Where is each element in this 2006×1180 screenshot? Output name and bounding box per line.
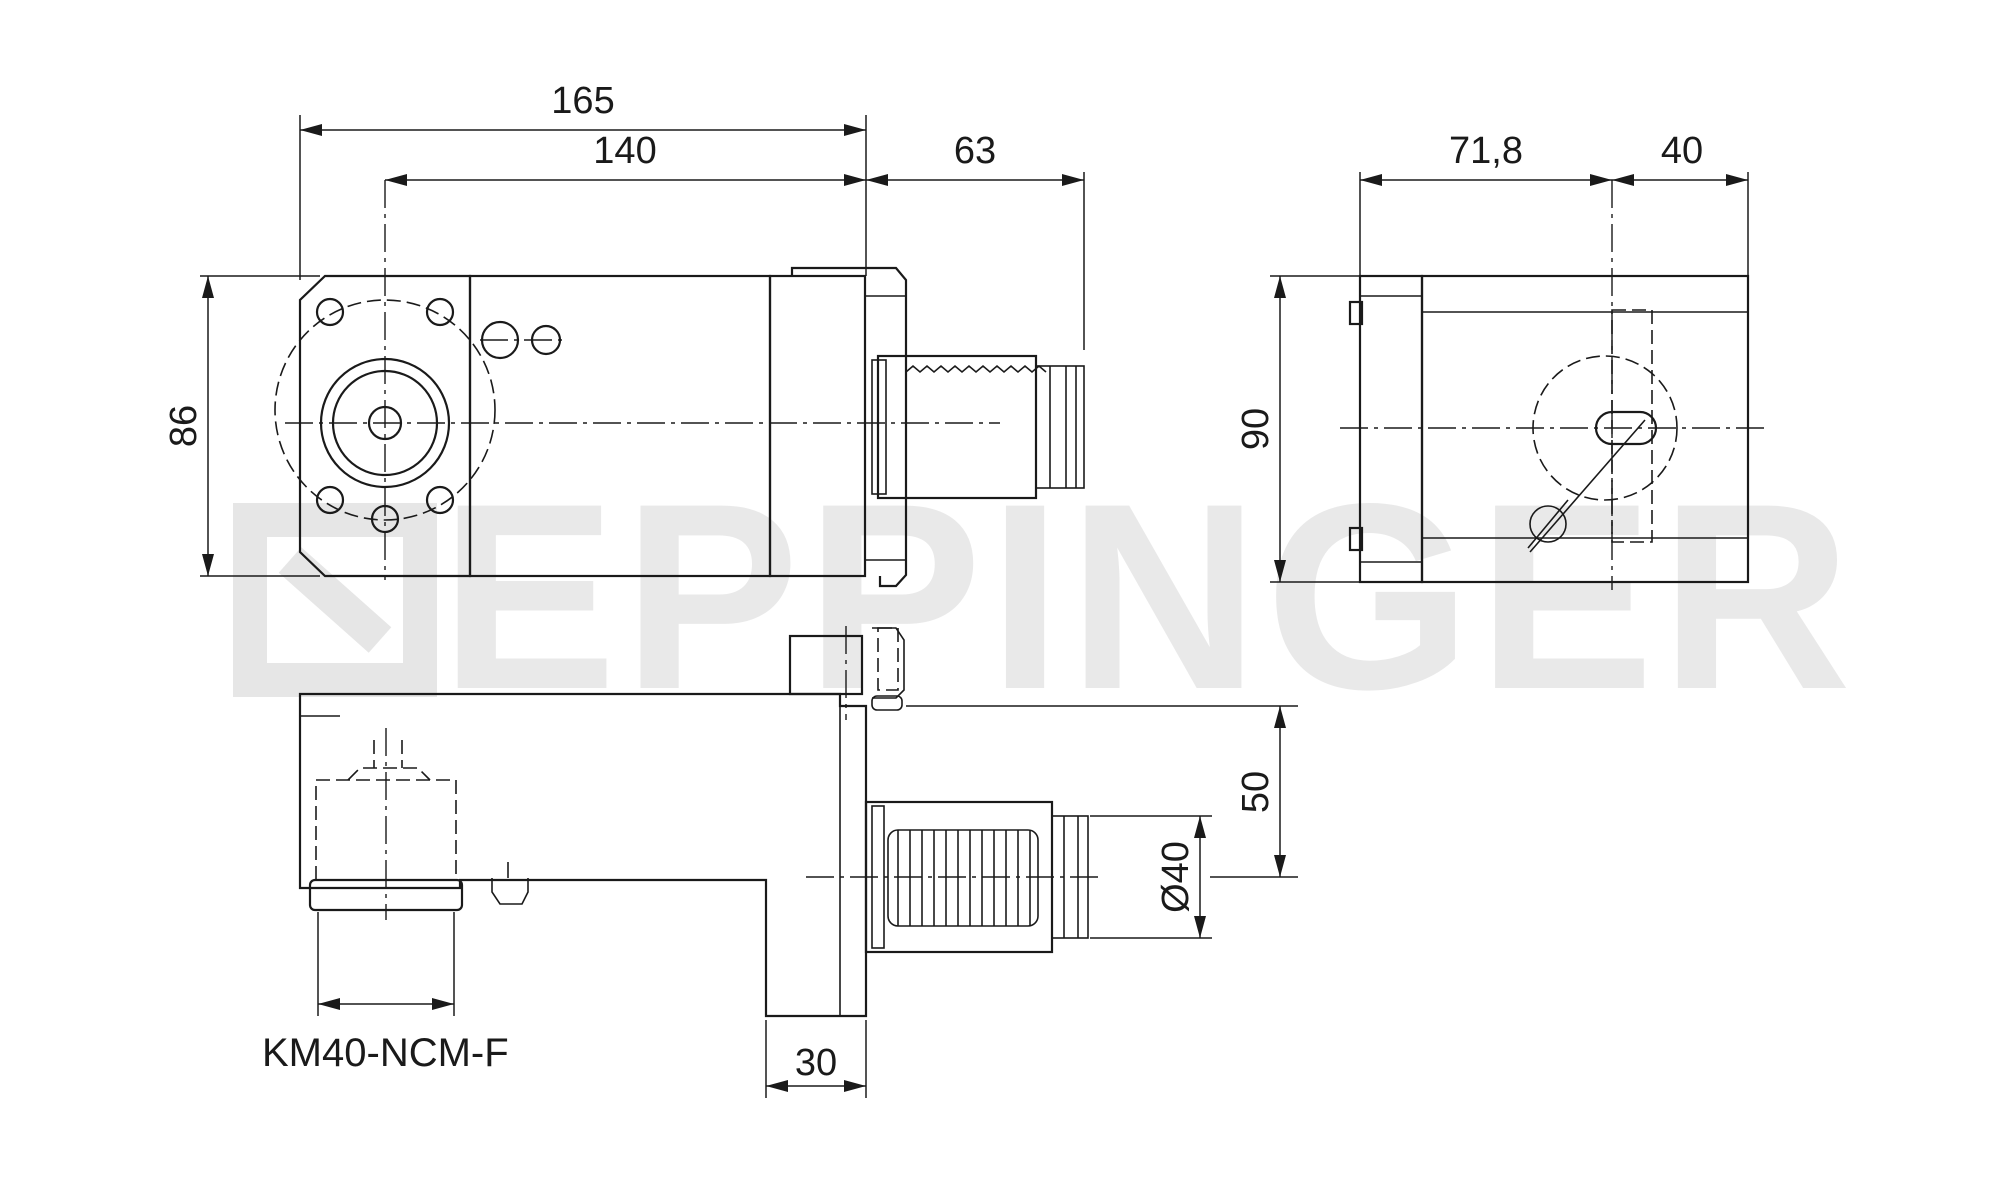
top-bracket-cap	[872, 627, 905, 699]
top-bracket-outline	[788, 634, 864, 696]
watermark: EPPINGER	[233, 449, 1858, 745]
side-body-outline	[1420, 274, 1750, 584]
top-thread	[887, 829, 1039, 927]
dim-label-dia40: Ø40	[1155, 841, 1197, 913]
side-dimensions: 71,8 40 90	[1235, 130, 1749, 583]
top-screw-icon	[491, 878, 529, 905]
front-dimensions: 165 140 63 86	[163, 80, 1085, 577]
front-thread	[905, 364, 1047, 374]
side-screw-icon	[1348, 300, 1364, 326]
side-screw-icon	[1348, 526, 1364, 552]
front-plate-outline	[790, 266, 908, 588]
dim-label-90: 90	[1235, 408, 1277, 450]
dim-label-140: 140	[593, 130, 656, 172]
dim-label-165: 165	[551, 80, 614, 122]
front-shaft-tip	[1035, 365, 1085, 489]
top-dimensions: 50 Ø40 30	[317, 705, 1298, 1098]
front-bolt-circle	[274, 299, 496, 521]
top-view	[298, 626, 1100, 1018]
screw-icon	[315, 297, 345, 327]
part-label: KM40-NCM-F	[262, 1031, 509, 1075]
screw-icon	[425, 297, 455, 327]
dim-arrows	[766, 1080, 866, 1092]
watermark-logo-icon	[233, 503, 437, 697]
dim-label-86: 86	[163, 405, 205, 447]
front-shaft-collar	[871, 359, 887, 495]
dim-label-63: 63	[954, 130, 996, 172]
front-view	[274, 180, 1085, 588]
top-holder-cap	[347, 767, 431, 781]
top-bracket-nub	[871, 695, 903, 711]
screw-icon	[425, 485, 455, 515]
side-dia-slash	[1527, 499, 1569, 549]
dim-arrows	[866, 174, 1084, 186]
screw-icon	[315, 485, 345, 515]
side-slot-outline	[1594, 410, 1658, 446]
side-view	[1340, 180, 1768, 590]
dim-label-50: 50	[1235, 771, 1277, 813]
side-dia-symbol-icon	[1529, 505, 1567, 543]
front-step-outline	[768, 274, 867, 578]
dim-label-71-8: 71,8	[1449, 130, 1523, 172]
dim-label-30: 30	[795, 1042, 837, 1084]
top-body-outline	[298, 692, 868, 1018]
side-leader-line	[1529, 419, 1646, 553]
dim-label-40: 40	[1661, 130, 1703, 172]
watermark-text: EPPINGER	[440, 449, 1858, 745]
